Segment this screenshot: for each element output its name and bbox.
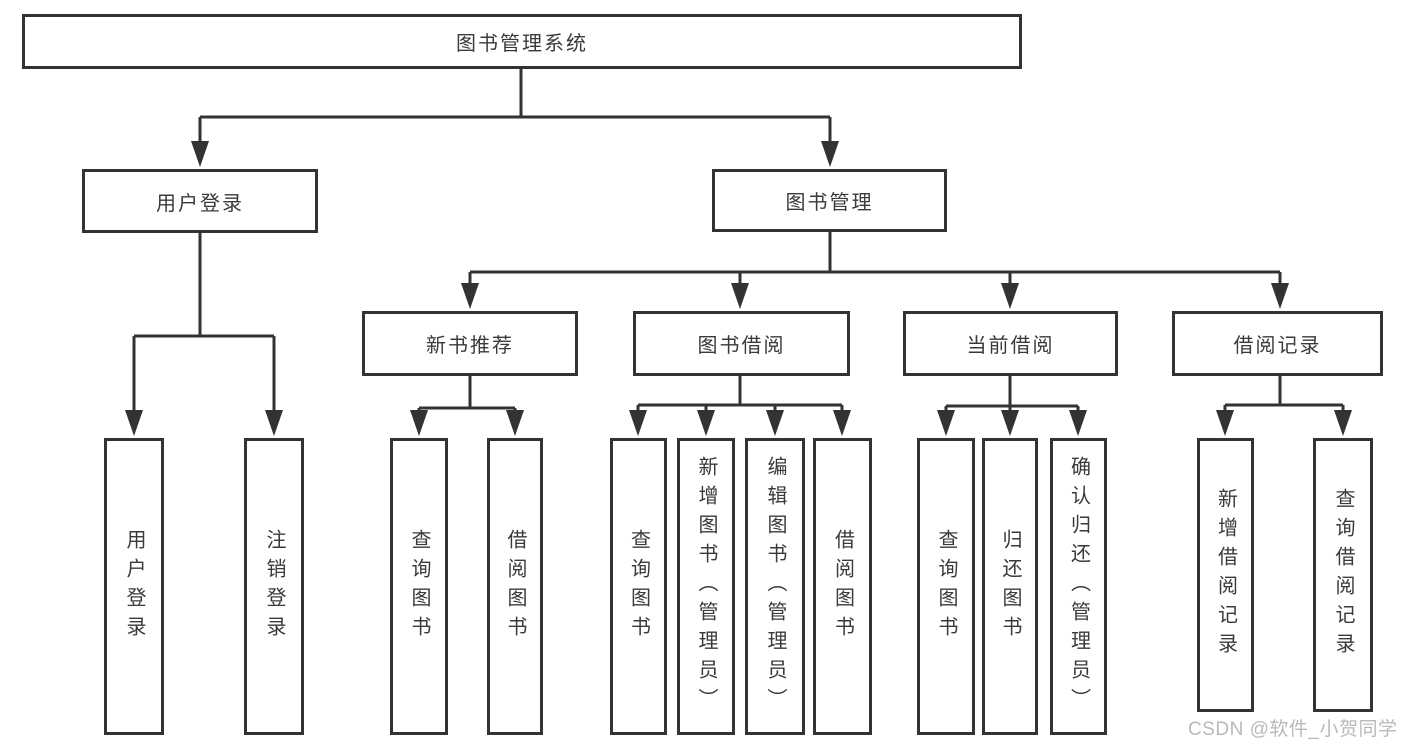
leaf-add-borrow-record-label: 新增借阅记录 <box>1214 488 1237 662</box>
node-book-management-label: 图书管理 <box>785 192 874 214</box>
leaf-query-books-2: 查询图书 <box>610 438 667 735</box>
leaf-add-borrow-record: 新增借阅记录 <box>1197 438 1254 712</box>
leaf-query-borrow-record: 查询借阅记录 <box>1313 438 1373 712</box>
node-user-login: 用户登录 <box>82 169 318 233</box>
leaf-query-books-2-label: 查询图书 <box>627 528 650 645</box>
leaf-return-book: 归还图书 <box>982 438 1038 735</box>
node-root: 图书管理系统 <box>22 14 1022 69</box>
csdn-watermark: CSDN @软件_小贺同学 <box>1188 719 1398 740</box>
node-current-borrow-label: 当前借阅 <box>966 335 1055 357</box>
node-user-login-label: 用户登录 <box>156 192 244 215</box>
node-borrow-records: 借阅记录 <box>1172 311 1383 376</box>
leaf-borrow-books-1: 借阅图书 <box>487 438 543 735</box>
leaf-query-books-1: 查询图书 <box>390 438 448 735</box>
leaf-confirm-return-admin: 确认归还（管理员） <box>1050 438 1107 735</box>
node-borrow-records-label: 借阅记录 <box>1233 335 1322 357</box>
leaf-logout-label: 注销登录 <box>263 528 285 645</box>
node-new-book-recommend: 新书推荐 <box>362 311 578 376</box>
leaf-add-book-admin: 新增图书（管理员） <box>677 438 735 735</box>
leaf-user-login-label: 用户登录 <box>123 528 145 645</box>
leaf-return-book-label: 归还图书 <box>999 528 1021 645</box>
node-new-book-recommend-label: 新书推荐 <box>426 335 514 357</box>
node-root-label: 图书管理系统 <box>456 33 588 55</box>
leaf-add-book-admin-label: 新增图书（管理员） <box>695 456 717 717</box>
leaf-query-books-3: 查询图书 <box>917 438 975 735</box>
leaf-borrow-books-1-label: 借阅图书 <box>504 528 526 645</box>
leaf-borrow-books-2: 借阅图书 <box>813 438 872 735</box>
leaf-logout: 注销登录 <box>244 438 304 735</box>
leaf-query-books-3-label: 查询图书 <box>935 528 957 645</box>
leaf-user-login: 用户登录 <box>104 438 164 735</box>
leaf-edit-book-admin-label: 编辑图书（管理员） <box>764 456 786 717</box>
leaf-borrow-books-2-label: 借阅图书 <box>831 528 854 645</box>
node-book-borrow: 图书借阅 <box>633 311 850 376</box>
leaf-edit-book-admin: 编辑图书（管理员） <box>745 438 805 735</box>
leaf-query-books-1-label: 查询图书 <box>408 528 430 645</box>
leaf-confirm-return-admin-label: 确认归还（管理员） <box>1067 456 1090 717</box>
node-book-management: 图书管理 <box>712 169 947 232</box>
node-book-borrow-label: 图书借阅 <box>697 335 786 357</box>
node-current-borrow: 当前借阅 <box>903 311 1118 376</box>
leaf-query-borrow-record-label: 查询借阅记录 <box>1332 488 1354 662</box>
connector-trunk-lines <box>134 69 1343 410</box>
